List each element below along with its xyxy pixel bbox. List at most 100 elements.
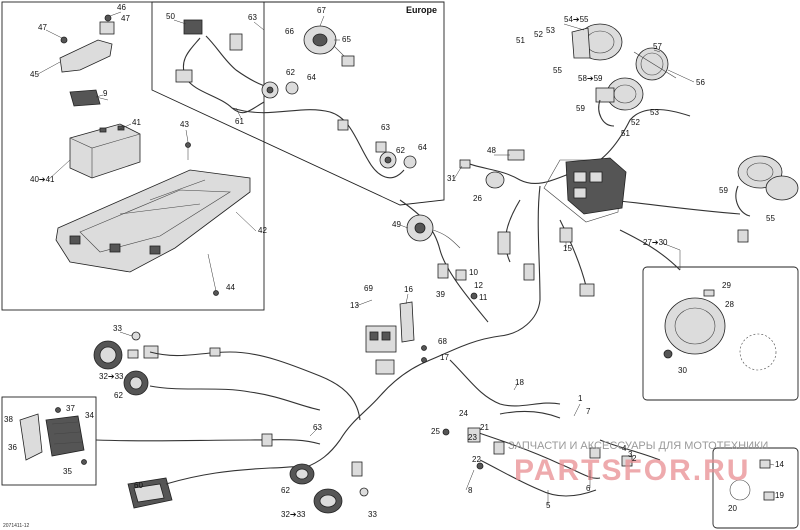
callout-40-41: 40➔41 [30, 175, 55, 184]
fuse-relay-box [565, 157, 627, 215]
callout-53: 53 [650, 108, 659, 117]
callout-31: 31 [447, 174, 456, 183]
callout-42: 42 [258, 226, 267, 235]
callout-54-55: 54➔55 [564, 15, 589, 24]
callout-59: 59 [576, 104, 585, 113]
callout-labels: 46 47 47 45 9 41 43 40➔41 42 44 50 63 66… [4, 3, 784, 519]
callout-32-33: 32➔33 [281, 510, 306, 519]
callout-34: 34 [85, 411, 94, 420]
callout-26: 26 [473, 194, 482, 203]
europe-section-frame [151, 1, 445, 206]
detail-inset-frame-clamp [712, 447, 799, 529]
callout-36: 36 [8, 443, 17, 452]
leader-lines [37, 11, 775, 505]
callout-67: 67 [317, 6, 326, 15]
callout-62: 62 [114, 391, 123, 400]
callout-38: 38 [4, 415, 13, 424]
callout-52: 52 [631, 118, 640, 127]
aux-light-bottom-wiring [165, 433, 369, 514]
callout-53: 53 [546, 26, 555, 35]
callout-39: 39 [436, 290, 445, 299]
callout-48: 48 [487, 146, 496, 155]
screw-parts [185, 142, 219, 296]
callout-51: 51 [516, 36, 525, 45]
callout-68: 68 [438, 337, 447, 346]
callout-33: 33 [113, 324, 122, 333]
callout-63: 63 [248, 13, 257, 22]
callout-16: 16 [404, 285, 413, 294]
callout-62: 62 [286, 68, 295, 77]
callout-18: 18 [515, 378, 524, 387]
handlebar-switches [459, 149, 525, 255]
switch-assembly-detail [19, 407, 87, 465]
battery-bracket [59, 14, 115, 73]
callout-55: 55 [766, 214, 775, 223]
detail-inset-frame-switch [1, 396, 97, 486]
callout-23: 23 [468, 433, 477, 442]
callout-62: 62 [281, 486, 290, 495]
callout-63: 63 [313, 423, 322, 432]
callout-21: 21 [480, 423, 489, 432]
ignition-switch [406, 214, 461, 249]
callout-29: 29 [722, 281, 731, 290]
headlight-right [735, 155, 799, 243]
battery-strap [69, 89, 109, 107]
callout-5: 5 [546, 501, 551, 510]
callout-4: 4 [622, 444, 627, 453]
callout-47: 47 [38, 23, 47, 32]
callout-24: 24 [459, 409, 468, 418]
callout-45: 45 [30, 70, 39, 79]
battery-section-frame [1, 1, 265, 311]
tail-light [127, 477, 173, 509]
europe-region-label: Europe [406, 5, 437, 15]
callout-10: 10 [469, 268, 478, 277]
callout-33: 33 [368, 510, 377, 519]
relay-bracket [365, 301, 427, 375]
callout-28: 28 [725, 300, 734, 309]
callout-14: 14 [775, 460, 784, 469]
callout-7: 7 [586, 407, 591, 416]
callout-57: 57 [653, 42, 662, 51]
callout-50: 50 [166, 12, 175, 21]
callout-66: 66 [285, 27, 294, 36]
callout-46: 46 [117, 3, 126, 12]
callout-56: 56 [696, 78, 705, 87]
callout-37: 37 [66, 404, 75, 413]
callout-25: 25 [431, 427, 440, 436]
callout-15: 15 [563, 244, 572, 253]
callout-1: 1 [578, 394, 583, 403]
callout-30: 30 [678, 366, 687, 375]
callout-6: 6 [586, 484, 591, 493]
callout-27-30: 27➔30 [643, 238, 668, 247]
callout-12: 12 [474, 281, 483, 290]
aux-light-upper [93, 331, 141, 370]
callout-3: 3 [628, 450, 633, 459]
callout-22: 22 [472, 455, 481, 464]
callout-11: 11 [479, 293, 488, 302]
watermark-brand: PARTSFOR.RU [514, 454, 750, 487]
callout-19: 19 [775, 491, 784, 500]
headlight-lower [595, 77, 644, 127]
callout-59: 59 [719, 186, 728, 195]
callout-13: 13 [350, 301, 359, 310]
callout-52: 52 [534, 30, 543, 39]
rear-sub-harness [442, 410, 661, 497]
callout-63: 63 [381, 123, 390, 132]
headlight-upper [571, 23, 677, 81]
callout-62: 62 [396, 146, 405, 155]
connector-cluster [437, 227, 595, 300]
watermark-caption: ЗАПЧАСТИ И АКСЕССУАРЫ ДЛЯ МОТОТЕХНИКИ [508, 440, 768, 452]
switch-harness-wire [95, 439, 321, 445]
callout-43: 43 [180, 120, 189, 129]
callout-55: 55 [553, 66, 562, 75]
callout-35: 35 [63, 467, 72, 476]
europe-lamp-sockets [261, 81, 417, 169]
callout-49: 49 [392, 220, 401, 229]
callout-61: 61 [235, 117, 244, 126]
callout-41: 41 [132, 118, 141, 127]
callout-58-59: 58➔59 [578, 74, 603, 83]
callout-9: 9 [103, 89, 108, 98]
callout-51: 51 [621, 129, 630, 138]
detail-inset-frame-lamp [642, 266, 799, 401]
